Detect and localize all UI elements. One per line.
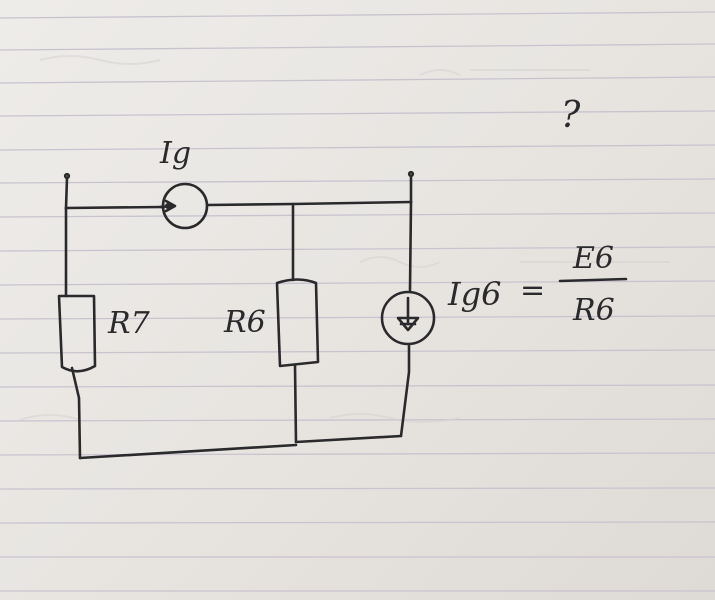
middle-branch-wire: [291, 202, 298, 444]
fraction-bar: [558, 277, 628, 283]
top-wire: [64, 200, 413, 210]
terminal-left-stub: [64, 176, 69, 210]
right-branch-wire: [399, 200, 413, 438]
resistor-r7: [57, 294, 97, 373]
equation-denominator: R6: [572, 293, 615, 328]
label-r7: R7: [107, 306, 151, 341]
label-ig: Ig: [159, 136, 191, 171]
current-source-ig6: [380, 290, 436, 346]
ruled-lines: [0, 11, 715, 592]
equation-numerator: E6: [572, 241, 614, 276]
left-branch-wire: [64, 206, 82, 460]
bleed-through-marks: [19, 55, 670, 423]
resistor-r6: [275, 278, 320, 368]
question-mark: ?: [561, 95, 581, 136]
bottom-wire: [78, 434, 403, 460]
current-source-ig: [158, 182, 209, 230]
equation-equals: =: [520, 273, 545, 308]
label-ig6: Ig6: [447, 275, 501, 313]
label-r6: R6: [223, 305, 266, 340]
